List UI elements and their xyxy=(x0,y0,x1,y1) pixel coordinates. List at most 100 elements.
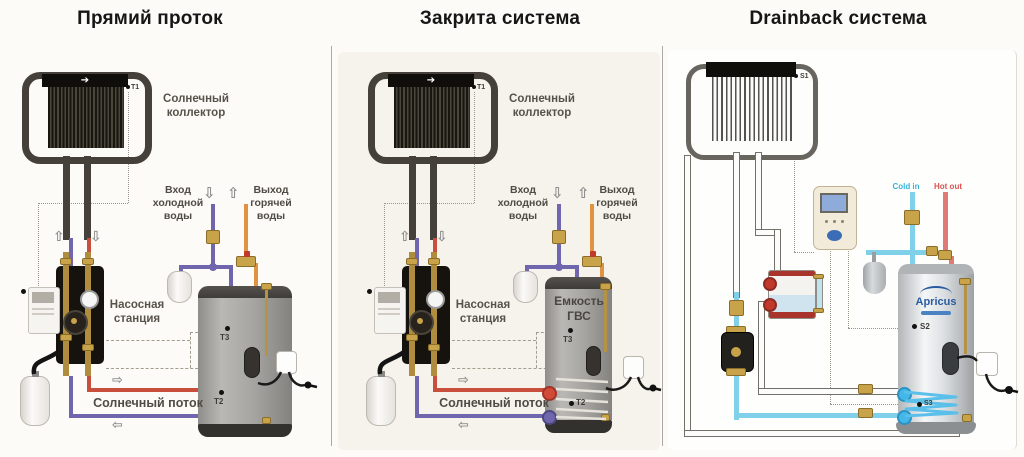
collector-label-closed: Солнечный коллектор xyxy=(509,93,575,120)
dhw-tank-cap xyxy=(545,277,612,290)
station-label-closed: Насосная станция xyxy=(455,299,511,326)
sensor-t1-dot xyxy=(472,85,476,89)
panel-direct-title: Прямий проток xyxy=(77,8,223,29)
collector-tubes-closed xyxy=(394,87,470,148)
thermometer-rod xyxy=(964,284,967,354)
coil-top-port xyxy=(897,387,912,402)
valve-red-cap xyxy=(590,251,596,257)
collector-header-direct: ➔ xyxy=(42,74,128,87)
cold-water-pipe xyxy=(910,250,915,268)
check-valve xyxy=(729,300,744,316)
station-brass-pipe xyxy=(431,252,437,376)
coil-bottom-port xyxy=(897,410,912,425)
sensor-wire xyxy=(848,328,912,329)
thermometer-rod xyxy=(265,288,268,356)
drain-valve xyxy=(601,414,610,421)
coil-feed-pipe xyxy=(758,388,902,395)
flow-right-arrow-icon: ⇨ xyxy=(112,373,123,388)
pressure-gauge xyxy=(426,290,445,309)
sensor-s2-label: S2 xyxy=(920,322,930,331)
cold-water-pipe xyxy=(181,265,233,269)
apricus-brand-label: Apricus xyxy=(915,296,957,308)
vessel-nipple xyxy=(32,371,39,377)
drainback-expansion-vessel xyxy=(863,262,886,294)
station-label-direct: Насосная станция xyxy=(109,299,165,326)
coil-feed-pipe xyxy=(758,301,765,395)
controller-button xyxy=(841,220,844,223)
expansion-vessel-direct xyxy=(20,376,50,426)
apricus-tank-cap xyxy=(898,264,974,276)
solar-return-pipe xyxy=(415,376,419,418)
controller-logo xyxy=(827,230,842,241)
flow-down-arrow-icon: ⇩ xyxy=(436,229,448,245)
pump-cap xyxy=(417,318,423,324)
sensor-s1-dot xyxy=(794,74,798,78)
sensor-wire xyxy=(106,368,218,369)
reservoir-top-port xyxy=(763,277,777,291)
collector-leg-pipe xyxy=(409,156,416,240)
pipe-union xyxy=(858,384,873,394)
pressure-gauge xyxy=(80,290,99,309)
cold-water-pipe xyxy=(229,265,233,288)
expansion-vessel-closed xyxy=(366,376,396,426)
hot-out-label-drainback: Hot out xyxy=(934,182,962,191)
controller-screen xyxy=(378,292,400,303)
controller-buttons xyxy=(378,313,400,315)
return-drop-pipe xyxy=(774,229,781,274)
cold-in-label-drainback: Cold in xyxy=(892,182,920,191)
collector-tubes-direct xyxy=(48,87,124,148)
coil-return-pipe xyxy=(734,413,904,418)
sensor-t2-label: T2 xyxy=(214,397,224,406)
sensor-wire xyxy=(474,92,475,203)
hot-out-label-direct: Выход горячей воды xyxy=(250,184,292,222)
collector-supply-pipe xyxy=(684,155,691,437)
sight-glass-cap xyxy=(813,308,824,313)
storage-tank-base xyxy=(198,424,292,437)
cold-water-valve xyxy=(206,230,220,244)
solar-return-pipe xyxy=(415,414,546,418)
sensor-t3-dot xyxy=(568,328,573,333)
sensor-wire xyxy=(452,368,562,369)
cold-water-valve xyxy=(904,210,920,225)
flow-direction-arrow-icon: ➔ xyxy=(426,74,436,86)
reservoir-bottom-port xyxy=(763,298,777,312)
sensor-t1-label: T1 xyxy=(477,84,486,91)
element-junction-box xyxy=(276,351,297,374)
vessel-nipple xyxy=(378,371,385,377)
pipe-tee-node xyxy=(555,263,563,271)
solar-return-port xyxy=(542,410,557,425)
sensor-s2-dot xyxy=(912,324,917,329)
tank-top-fitting xyxy=(938,250,952,260)
dhw-tank-base xyxy=(545,420,612,433)
sensor-wire xyxy=(830,404,918,405)
collector-leg-pipe xyxy=(84,156,91,240)
valve-fitting xyxy=(60,258,72,265)
hot-up-arrow-icon: ⇧ xyxy=(577,184,590,202)
hot-water-pipe xyxy=(600,263,604,279)
sensor-wire xyxy=(128,92,129,203)
flow-left-arrow-icon: ⇦ xyxy=(112,418,123,433)
controller-buttons xyxy=(32,313,54,315)
sensor-t2-label: T2 xyxy=(576,398,586,407)
sensor-t3-label: T3 xyxy=(563,335,573,344)
sensor-wire xyxy=(384,203,385,288)
cold-down-arrow-icon: ⇩ xyxy=(551,184,564,202)
thermometer-rod xyxy=(604,288,607,352)
sensor-t3-dot xyxy=(225,326,230,331)
sensor-t3-label: T3 xyxy=(220,333,230,342)
apricus-logo-arc xyxy=(920,286,952,302)
thermometer-fitting xyxy=(600,283,611,290)
panel-divider-left xyxy=(331,46,332,446)
hot-water-pipe xyxy=(244,204,248,260)
collector-leg-pipe xyxy=(755,152,762,236)
mixing-valve xyxy=(582,256,602,267)
collector-leg-pipe xyxy=(733,152,740,298)
reservoir-bottom-band xyxy=(769,312,815,318)
cold-in-label-direct: Вход холодной воды xyxy=(152,184,204,222)
valve-fitting xyxy=(406,258,418,265)
controller-screen xyxy=(32,292,54,303)
station-brass-pipe xyxy=(85,252,91,376)
sensor-wire xyxy=(38,203,128,204)
collector-leg-pipe xyxy=(63,156,70,240)
